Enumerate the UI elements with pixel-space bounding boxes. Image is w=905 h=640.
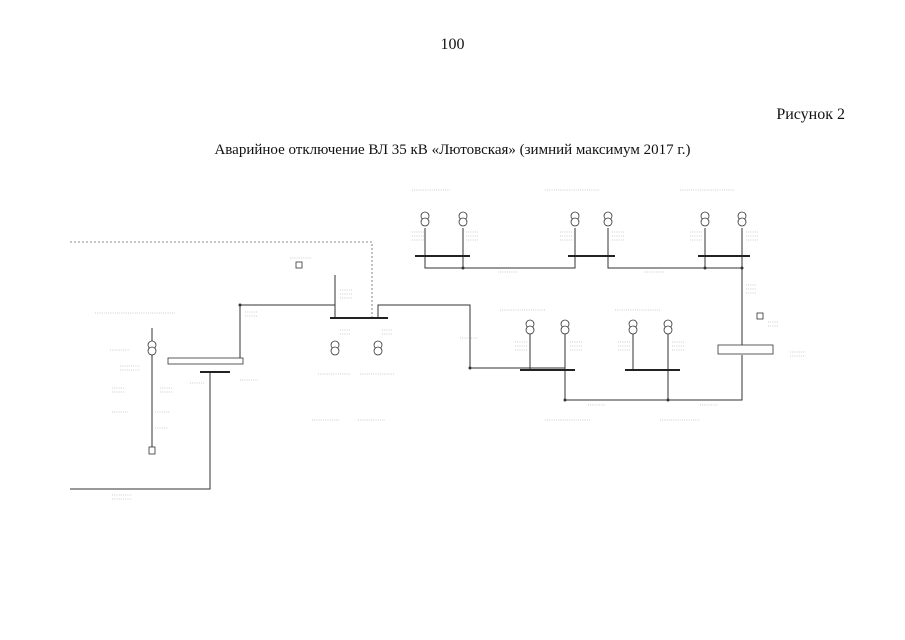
busbar-blocks bbox=[167, 344, 774, 365]
equipment-boxes bbox=[148, 261, 764, 455]
transformer-symbols bbox=[147, 211, 747, 356]
figure-label: Рисунок 2 bbox=[776, 106, 845, 123]
page-number: 100 bbox=[440, 36, 465, 53]
figure-title: Аварийное отключение ВЛ 35 кВ «Лютовская… bbox=[214, 142, 691, 158]
junction-nodes bbox=[238, 266, 744, 402]
bus-sections bbox=[200, 255, 750, 373]
tiny-parameter-labels bbox=[95, 189, 805, 500]
